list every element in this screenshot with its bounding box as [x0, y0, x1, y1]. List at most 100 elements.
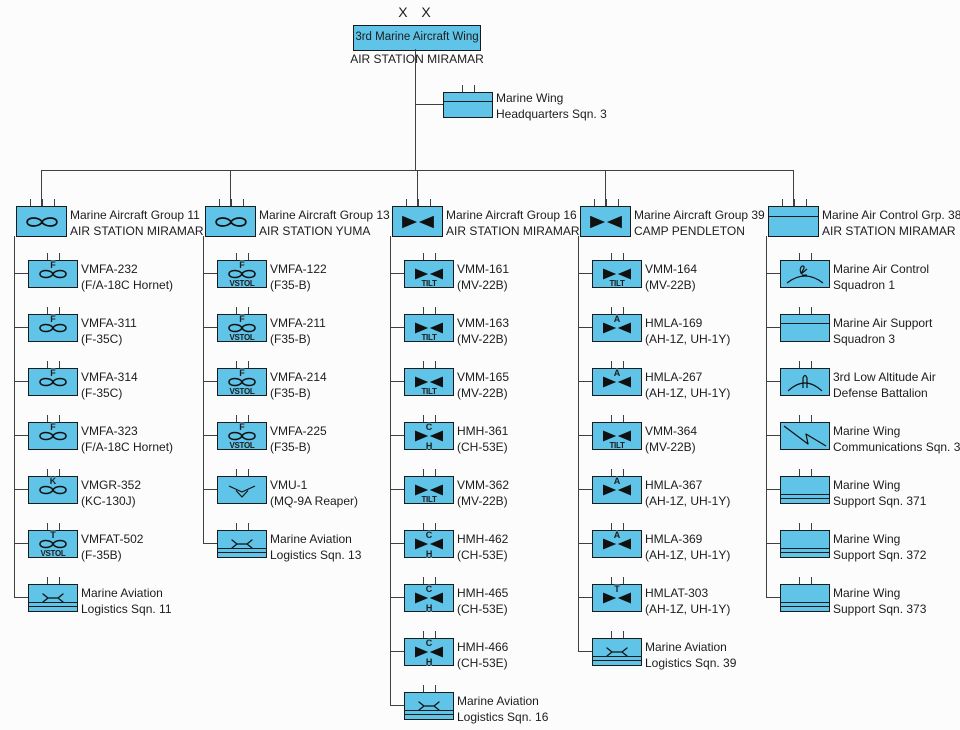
radar-icon [784, 263, 826, 285]
echelon-tick [623, 361, 624, 368]
rotary-wing-icon [414, 322, 444, 334]
group-label-line2: CAMP PENDLETON [634, 224, 745, 238]
unit-stub-line [14, 381, 28, 382]
unit-label-line2: (CH-53E) [457, 440, 508, 454]
unit-label-line2: (F-35C) [81, 386, 123, 400]
unit-box: K [28, 476, 78, 504]
unit-stub-line [766, 597, 780, 598]
unit-label-line2: (KC-130J) [81, 494, 136, 508]
unit-stub-line [203, 543, 217, 544]
unit-stub-line [578, 435, 592, 436]
unit-label-line1: VMFAT-502 [81, 532, 144, 546]
unit-symbol-letter-bottom: VSTOL [229, 387, 255, 396]
unit-label-line1: Marine Wing [833, 586, 901, 600]
unit-label-line1: VMFA-211 [270, 316, 326, 330]
stripe-line [781, 606, 829, 608]
group-label-line2: AIR STATION MIRAMAR [822, 224, 956, 238]
echelon-tick [618, 199, 619, 206]
unit-label-line2: (F/A-18C Hornet) [81, 278, 174, 292]
echelon-tick [799, 307, 800, 314]
echelon-tick [435, 685, 436, 692]
echelon-tick [59, 307, 60, 314]
unit-symbol-letter-top: A [613, 476, 621, 486]
unit-label: VMGR-352(KC-130J) [81, 477, 141, 509]
rotary-wing-icon [414, 592, 444, 604]
unit-symbol-letter-bottom: H [425, 657, 433, 667]
group-drop-line [390, 236, 391, 706]
unit-symbol-letter-top: F [239, 260, 245, 270]
echelon-tick [611, 577, 612, 584]
unit-symbol-letter-bottom: TILT [609, 279, 625, 288]
unit-stub-line [390, 543, 404, 544]
unit-stub-line [14, 597, 28, 598]
unit-label-line2: (CH-53E) [457, 548, 508, 562]
unit-label: VMM-161(MV-22B) [457, 261, 509, 293]
unit-label: VMFA-232(F/A-18C Hornet) [81, 261, 173, 293]
laad-icon [784, 371, 826, 393]
unit-label-line2: Communications Sqn. 38 [833, 440, 960, 454]
echelon-tick [236, 469, 237, 476]
unit-box [217, 530, 267, 558]
unit-label-line1: HMH-462 [457, 532, 509, 546]
unit-label: HMLA-267(AH-1Z, UH-1Y) [645, 369, 730, 401]
echelon-tick [59, 415, 60, 422]
unit-label-line1: Marine Air Control [833, 262, 930, 276]
unit-label-line2: Logistics Sqn. 13 [270, 548, 362, 562]
group-drop-line [766, 236, 767, 598]
unit-label-line1: VMM-362 [457, 478, 510, 492]
stripe-line [29, 606, 77, 608]
unit-box: TILT [404, 476, 454, 504]
group-drop-line [578, 236, 579, 652]
echelon-tick [811, 307, 812, 314]
echelon-marker: X X [398, 4, 436, 20]
unit-label-line2: Squadron 3 [833, 332, 896, 346]
unit-label: VMFA-323(F/A-18C Hornet) [81, 423, 173, 455]
stripe-line [405, 710, 453, 712]
unit-label-line1: Marine Aviation [457, 694, 539, 708]
unit-label: VMFA-214(F35-B) [270, 369, 327, 401]
unit-label-line1: VMFA-122 [270, 262, 327, 276]
echelon-tick [435, 307, 436, 314]
echelon-tick [47, 253, 48, 260]
unit-box: F [28, 260, 78, 288]
unit-label-line1: VMU-1 [270, 478, 308, 492]
unit-stub-line [14, 543, 28, 544]
echelon-tick [435, 415, 436, 422]
echelon-tick [243, 199, 244, 206]
echelon-tick [423, 361, 424, 368]
fixed-wing-icon [38, 267, 68, 281]
unit-symbol-letter-bottom: VSTOL [229, 333, 255, 342]
unit-symbol-letter-top: C [425, 422, 433, 432]
unit-box [780, 476, 830, 504]
echelon-tick [794, 199, 795, 206]
echelon-tick [435, 253, 436, 260]
fixed-wing-icon [38, 483, 68, 497]
unit-label: HMLA-367(AH-1Z, UH-1Y) [645, 477, 730, 509]
unit-stub-line [14, 273, 28, 274]
unit-label-line2: Support Sqn. 372 [833, 548, 927, 562]
unit-symbol-letter-top: C [425, 638, 433, 648]
unit-label-line2: (F/A-18C Hornet) [81, 440, 174, 454]
unit-box: F [28, 422, 78, 450]
unit-label-line2: (F35-B) [270, 278, 311, 292]
echelon-tick [423, 469, 424, 476]
unit-label: HMH-462 (CH-53E) [457, 531, 508, 563]
unit-label-line1: HMLA-169 [645, 316, 703, 330]
echelon-tick [611, 469, 612, 476]
echelon-tick [42, 199, 43, 206]
unit-label-line2: Logistics Sqn. 16 [457, 710, 549, 724]
unit-symbol-letter-bottom: H [425, 441, 433, 451]
unit-stub-line [14, 327, 28, 328]
echelon-tick [435, 523, 436, 530]
unit-box: A [592, 368, 642, 396]
rotary-wing-icon [401, 215, 435, 229]
unit-symbol-letter-bottom: TILT [421, 279, 437, 288]
unit-stub-line [14, 489, 28, 490]
